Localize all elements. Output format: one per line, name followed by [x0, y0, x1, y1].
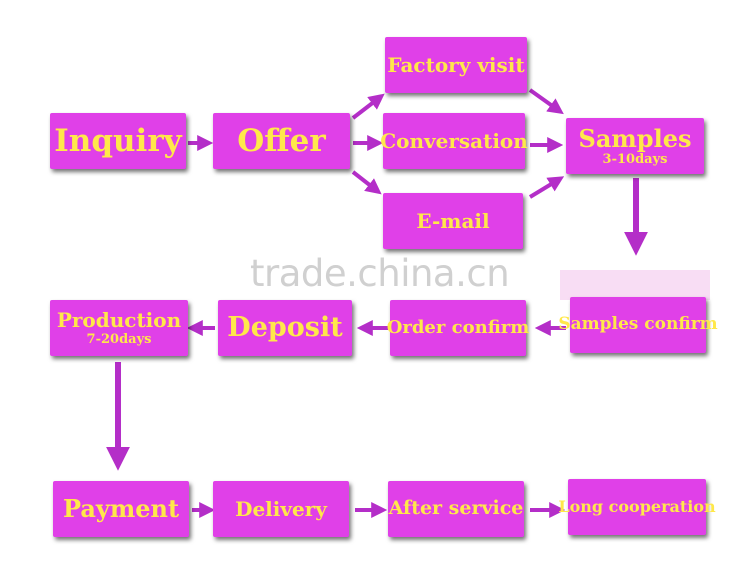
node-production: Production 7-20days [50, 300, 188, 356]
node-conversation-label: Conversation [380, 128, 528, 153]
node-factory-visit-label: Factory visit [387, 52, 525, 77]
node-production-duration: 7-20days [86, 331, 152, 347]
node-email: E-mail [383, 193, 523, 249]
node-conversation: Conversation [380, 113, 528, 169]
arrow-email-samples [528, 176, 565, 199]
node-deposit-label: Deposit [227, 311, 343, 343]
watermark-text: trade.china.cn [250, 252, 510, 295]
node-payment: Payment [53, 481, 189, 537]
node-offer: Offer [213, 113, 350, 169]
node-inquiry-label: Inquiry [54, 122, 182, 159]
node-samples-confirm: Samples confirm [558, 297, 718, 353]
node-after-service: After service [388, 481, 524, 537]
node-offer-label: Offer [237, 122, 326, 159]
node-payment-label: Payment [62, 494, 180, 524]
node-factory-visit: Factory visit [385, 37, 527, 93]
node-inquiry: Inquiry [50, 113, 186, 169]
node-order-confirm-label: Order confirm [386, 316, 530, 338]
node-samples-confirm-label: Samples confirm [558, 314, 718, 335]
watermark-glow [560, 270, 710, 300]
node-order-confirm: Order confirm [387, 300, 529, 356]
node-samples-duration: 3-10days [602, 151, 668, 167]
node-delivery-label: Delivery [235, 496, 327, 521]
node-long-cooperation: Long cooperation [558, 479, 716, 535]
node-samples: Samples 3-10days [566, 118, 704, 174]
node-delivery: Delivery [213, 481, 349, 537]
arrow-offer-factory-visit [351, 93, 385, 120]
arrow-factory-visit-samples [528, 88, 564, 115]
node-email-label: E-mail [416, 208, 490, 233]
node-long-cooperation-label: Long cooperation [558, 496, 716, 516]
node-deposit: Deposit [218, 300, 352, 356]
node-samples-label: Samples [578, 123, 692, 153]
node-production-label: Production [56, 307, 182, 332]
node-after-service-label: After service [388, 497, 524, 520]
arrow-offer-email [351, 170, 382, 195]
